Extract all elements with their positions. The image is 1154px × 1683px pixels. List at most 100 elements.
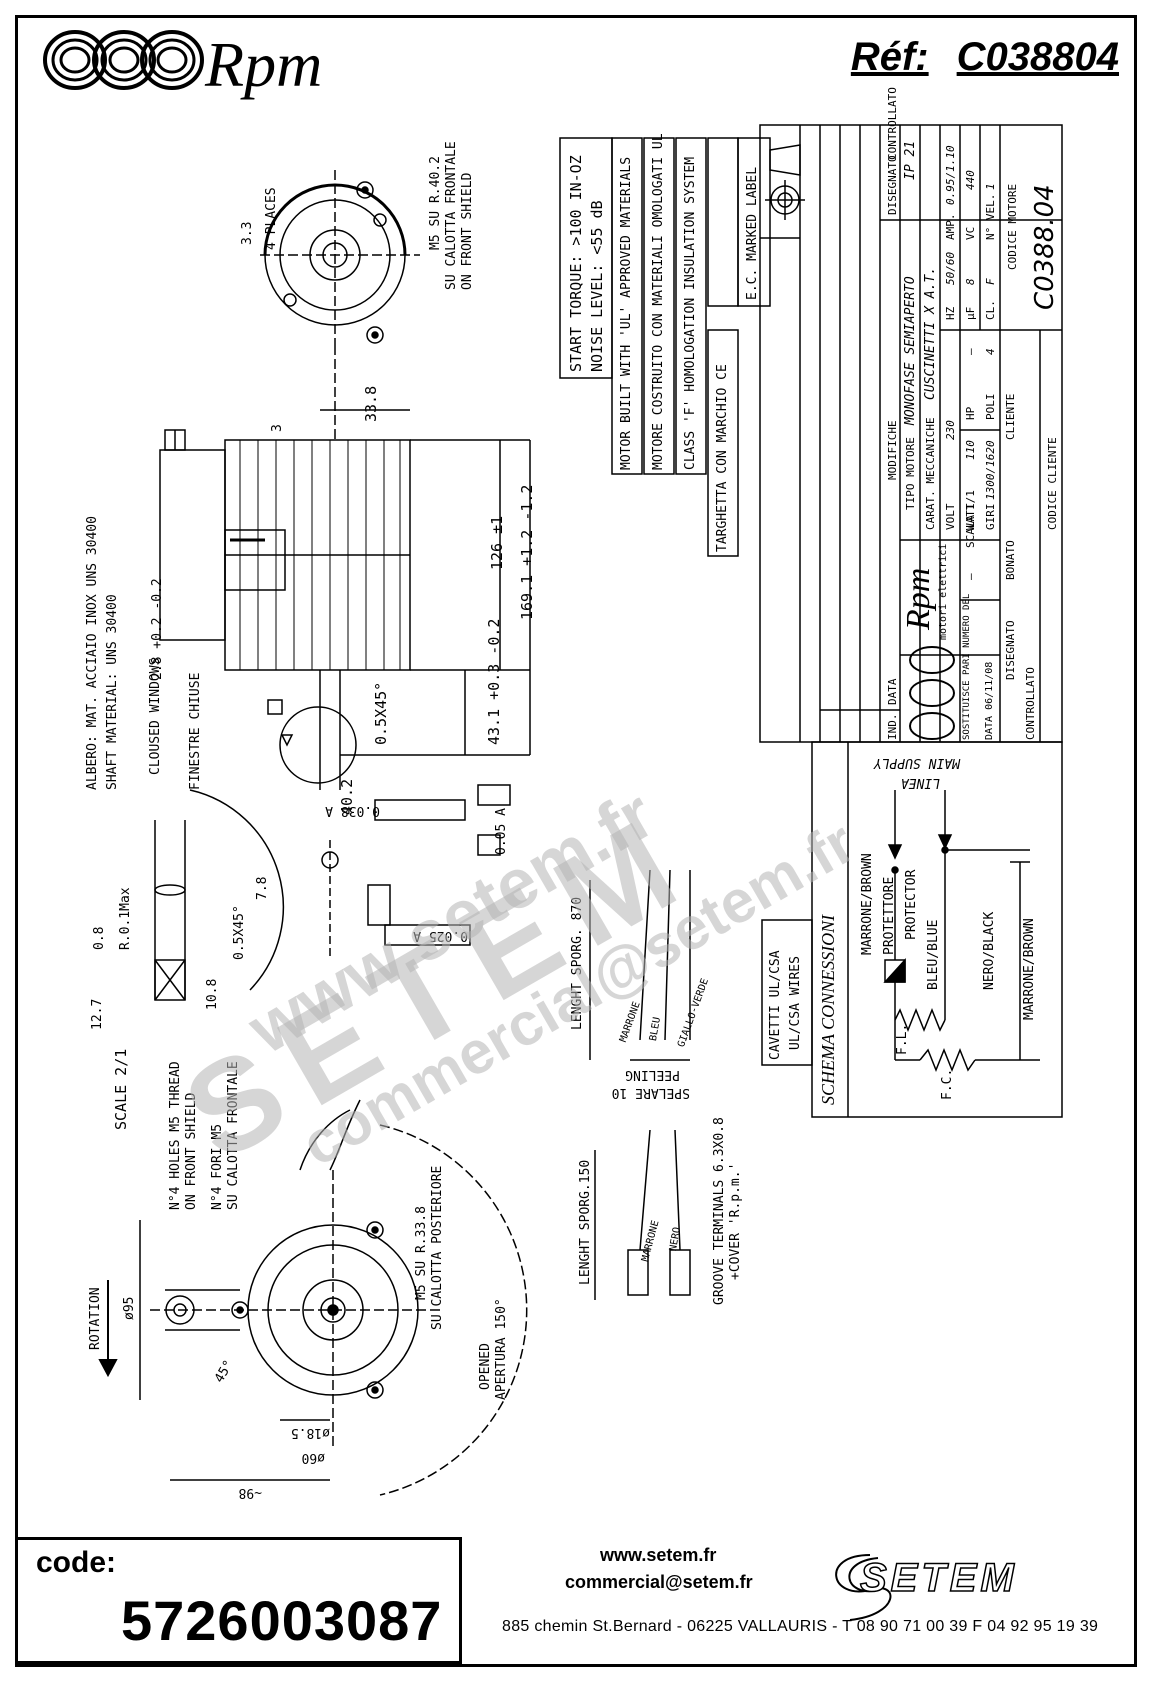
- rear-note-3: N°4 FORI M5: [210, 1123, 225, 1210]
- bleu-blue: BLEU/BLUE: [926, 919, 941, 990]
- tb-giri: 1300/1620: [984, 440, 997, 500]
- dim-169: 169.1 +1.2 -1.2: [518, 484, 536, 620]
- tb-cliente-label: CLIENTE: [1004, 393, 1017, 440]
- tb-data-label: DATA: [886, 678, 899, 706]
- tb-amp-label: AMP.: [944, 213, 957, 241]
- spelare-label: SPELARE 10: [611, 1085, 690, 1100]
- wire-lead-870: [589, 869, 691, 1061]
- code-label: code:: [36, 1546, 117, 1579]
- tb-ip: IP 21: [903, 140, 918, 180]
- dim-3-3: 3.3: [240, 221, 255, 245]
- brand-title: Rpm: [205, 29, 323, 100]
- tb-controllato-2: CONTROLLATO: [1024, 667, 1037, 740]
- tb-codice-motore-label: CODICE MOTORE: [1006, 183, 1019, 270]
- dim-60: ø60: [301, 1450, 325, 1465]
- spec-ec-label: E.C. MARKED LABEL: [745, 166, 760, 300]
- dim-126: 126 ±1: [488, 515, 506, 570]
- ul-wires-label: UL/CSA WIRES: [788, 956, 803, 1050]
- title-block: [759, 124, 1063, 743]
- four-places-label: 4 PLACES: [264, 187, 279, 250]
- rear-shield-view: [139, 1099, 528, 1496]
- spec-class-f: CLASS 'F' HOMOLOGATION INSULATION SYSTEM: [683, 156, 698, 470]
- tb-volt-2: 230: [944, 420, 957, 440]
- tol-a3: 0.025 A: [413, 928, 468, 943]
- start-torque: START TORQUE: >100 IN-OZ: [567, 155, 585, 372]
- dim-98: ~98: [238, 1485, 262, 1500]
- rear-note-2: ON FRONT SHIELD: [184, 1092, 199, 1210]
- tb-hz-label: HZ: [944, 306, 957, 320]
- tb-ind-label: IND.: [886, 713, 899, 741]
- tb-nvel: 1: [984, 183, 997, 190]
- dim-3: 3: [270, 424, 285, 432]
- tb-tipo-motore-label: TIPO MOTORE: [904, 437, 917, 510]
- tb-volt-1: 110: [964, 440, 977, 460]
- shaft-detail: [154, 699, 511, 1001]
- tb-brand: Rpm: [900, 567, 937, 630]
- drawing-sheet: [15, 15, 1137, 1667]
- tb-giri-label: GIRI: [984, 503, 997, 531]
- marrone-brown-2: MARRONE/BROWN: [1022, 918, 1037, 1020]
- rotation-arrow: [98, 1280, 118, 1378]
- protector: PROTECTOR: [904, 869, 919, 940]
- tb-codice-cliente-label: CODICE CLIENTE: [1046, 437, 1059, 530]
- tb-nvel-label: N° VEL.: [984, 193, 997, 240]
- tb-vc-label: VC: [964, 226, 977, 240]
- cavetti-label: CAVETTI UL/CSA: [768, 950, 783, 1060]
- tb-volt-label: VOLT: [944, 503, 957, 531]
- groove-label: GROOVE TERMINALS 6.3X0.8: [712, 1117, 727, 1305]
- fl-label: F.L.: [895, 1023, 910, 1055]
- tb-disegnato-by: BONATO: [1004, 540, 1017, 580]
- tb-controllato: CONTROLLATO: [886, 87, 899, 160]
- dim-18-5: ø18.5: [290, 1425, 330, 1440]
- rear-note-1: N°4 HOLES M5 THREAD: [168, 1061, 183, 1210]
- dim-r01: R.0.1Max: [118, 887, 133, 950]
- tb-disegnato: DISEGNATO: [886, 155, 899, 215]
- tb-scala-label: SCALA: [964, 514, 977, 548]
- tb-cl-label: CL.: [984, 300, 997, 320]
- dim-2-8: 2.8 +0.2 -0.2: [150, 578, 165, 680]
- tb-uf: 8: [964, 278, 977, 285]
- schema-title: SCHEMA CONNESSIONI: [818, 914, 838, 1105]
- dim-43: 43.1 +0.3 -0.2: [485, 618, 503, 745]
- tb-hp: —: [964, 348, 977, 355]
- tol-a1: 0.038 A: [325, 803, 380, 818]
- lenght-870: LENGHT SPORG. 870: [570, 896, 585, 1030]
- reference: Réf:C038804: [851, 35, 1119, 80]
- peeling-label: PEELING: [625, 1067, 680, 1082]
- tol-a2: 0.05 A: [494, 808, 509, 855]
- rear-note-5: M5 SU R.33.8: [414, 1206, 429, 1300]
- front-shield-view: [260, 170, 420, 440]
- tb-hz: 50/60: [944, 251, 957, 285]
- tb-tipo-motore: MONOFASE SEMIAPERTO: [903, 276, 918, 425]
- tb-vc: 440: [964, 170, 977, 190]
- dim-12-7: 12.7: [90, 998, 105, 1030]
- tb-poli: 4: [984, 348, 997, 355]
- nero-black: NERO/BLACK: [982, 911, 997, 990]
- tb-cl: F: [984, 278, 997, 285]
- dim-0-8: 0.8: [92, 926, 107, 950]
- dim-05x45: 0.5X45°: [372, 681, 390, 745]
- tb-sostituisce: SOSTITUISCE PARI NUMERO DEL: [962, 593, 972, 740]
- front-shield-note-3: ON FRONT SHIELD: [460, 172, 475, 290]
- tb-brand-sub: motori elettrici: [938, 543, 949, 640]
- apertura-label: APERTURA 150°: [494, 1298, 509, 1400]
- rear-note-4: SU CALOTTA FRONTALE: [226, 1061, 241, 1210]
- dim-10-8: 10.8: [205, 978, 220, 1010]
- ref-value: C038804: [956, 35, 1119, 79]
- rpm-logo-coils: [43, 30, 204, 90]
- linea: LINEA: [900, 775, 940, 790]
- footer-email[interactable]: commercial@setem.fr: [565, 1572, 753, 1592]
- fc-label: F.C.: [940, 1068, 955, 1100]
- tb-disegnato-2: DISEGNATO: [1004, 620, 1017, 680]
- footer-address: 885 chemin St.Bernard - 06225 VALLAURIS …: [502, 1618, 1099, 1635]
- motor-side-view: [159, 409, 531, 790]
- protettore: PROTETTORE: [882, 876, 897, 955]
- opened-label: OPENED: [478, 1343, 493, 1390]
- tb-codice-motore: C0388.04: [1030, 184, 1060, 310]
- spec-ce-label-it: TARGHETTA CON MARCHIO CE: [715, 364, 730, 552]
- front-shield-note-1: M5 SU R.40.2: [428, 156, 443, 250]
- tb-modifiche: MODIFICHE: [886, 420, 899, 480]
- tb-poli-label: POLI: [984, 393, 997, 421]
- footer-website[interactable]: www.setem.fr: [600, 1545, 717, 1565]
